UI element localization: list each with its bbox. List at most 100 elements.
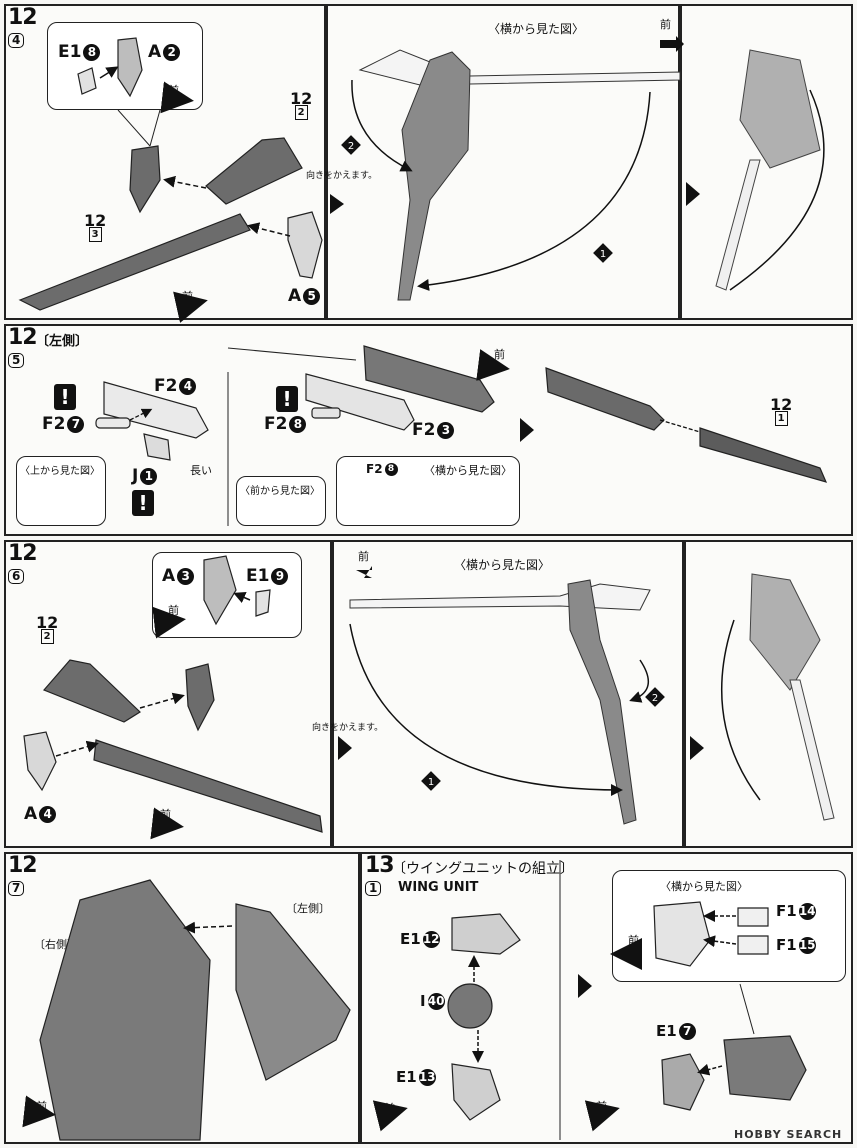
seq-markers: 2 1	[341, 135, 613, 263]
row3-result	[749, 573, 835, 821]
wing-unit-title: 〔ウイングユニットの組立〕	[392, 861, 574, 877]
part-num: 5	[303, 287, 321, 305]
part-num: 1	[140, 467, 158, 485]
step-number-13-1: 13 1	[365, 853, 395, 896]
part-letter: F2	[154, 376, 178, 396]
turn-around-label: 向きをかえます。	[312, 723, 384, 733]
part-f2-upper	[305, 373, 415, 431]
part-f1-14-shape	[737, 907, 769, 927]
rod-ext	[699, 427, 828, 483]
part-num: 8	[384, 463, 398, 476]
part-f2-4-shape	[103, 381, 209, 439]
part-e1-shape	[77, 67, 97, 95]
leader-line	[739, 983, 755, 1035]
part-letter: E1	[396, 1068, 417, 1086]
side-view-box	[336, 456, 520, 526]
part-a4-shape	[23, 731, 57, 792]
next-arrow	[686, 182, 700, 206]
step-num: 12	[8, 853, 38, 878]
next-arrow	[338, 736, 352, 760]
watermark: HOBBY SEARCH	[734, 1128, 843, 1141]
front-view-label: 〈前から見た図〉	[240, 486, 320, 497]
row1-parts	[18, 37, 323, 311]
thruster-fin	[205, 137, 303, 205]
rotate-arrow	[417, 91, 651, 291]
front-arrow	[476, 349, 510, 381]
row4-figure	[39, 879, 351, 1141]
step-num: 12	[8, 325, 38, 350]
wing-unit-english: WING UNIT	[398, 880, 479, 895]
step-number-12-6: 12 6	[8, 543, 38, 584]
part-letter: E1	[58, 42, 82, 62]
front-label: 前	[358, 550, 369, 563]
part-f2-7-shape	[95, 417, 131, 429]
assembled-wing-unit	[723, 1035, 807, 1101]
guide-line	[227, 347, 357, 361]
part-num: 7	[67, 415, 85, 433]
next-arrow	[690, 736, 704, 760]
part-num: 40	[427, 993, 445, 1010]
front-label: 前	[660, 18, 671, 31]
part-letter: I	[420, 992, 426, 1010]
side-view-part	[653, 901, 711, 967]
ref-num: 12	[770, 395, 793, 414]
seq-markers: 1 2	[421, 687, 665, 791]
part-letter: F2	[366, 462, 383, 476]
step-num: 13	[365, 853, 395, 878]
turn-around-label: 向きをかえます。	[306, 171, 378, 181]
front-arrow	[372, 1100, 408, 1132]
part-letter: F1	[776, 936, 797, 954]
robot-torso	[39, 879, 211, 1141]
rotate-arrow	[629, 659, 649, 703]
part-num: 13	[418, 1069, 436, 1086]
side-view-label: 〈横から見た図〉	[424, 464, 512, 477]
warning-icon: !	[132, 490, 154, 516]
ref-12-2: 12 2	[290, 91, 312, 120]
warning-icon: !	[54, 384, 76, 410]
part-letter: J	[132, 466, 139, 486]
arrow	[163, 175, 207, 189]
front-arrow	[173, 291, 208, 323]
part-letter: E1	[400, 930, 421, 948]
arrow	[99, 66, 119, 79]
left-side-label: 〔左側〕	[286, 902, 330, 915]
part-num: 14	[798, 903, 816, 920]
side-view-bubble	[612, 870, 846, 982]
step-sub: 7	[8, 881, 25, 896]
step-sub: 1	[365, 881, 382, 896]
part-num: 4	[179, 377, 197, 395]
arrow	[247, 222, 291, 237]
warning-icon: !	[276, 386, 298, 412]
left-side-title: 〔左側〕	[36, 334, 89, 349]
front-arrow	[150, 807, 184, 840]
row2-parts	[95, 345, 828, 483]
step-number-12-4: 12 4	[8, 7, 38, 48]
ref-12-3: 12 3	[84, 213, 106, 242]
ref-12-2: 12 2	[36, 615, 58, 644]
step-number-12-7: 12 7	[8, 853, 38, 896]
row3-parts	[23, 555, 323, 833]
row1-result	[715, 49, 821, 291]
top-view-box	[16, 456, 106, 526]
leader-line	[149, 109, 161, 147]
side-view-label: 〈横から見た図〉	[488, 22, 585, 36]
part-a2-shape	[117, 37, 143, 98]
assembled-rod	[545, 367, 665, 431]
part-letter: A	[148, 42, 162, 62]
part-letter: E1	[656, 1022, 677, 1040]
seq-two: 2	[348, 141, 354, 152]
part-letter: F2	[42, 414, 66, 434]
part-num: 12	[422, 931, 440, 948]
part-j1-shape	[143, 433, 171, 461]
